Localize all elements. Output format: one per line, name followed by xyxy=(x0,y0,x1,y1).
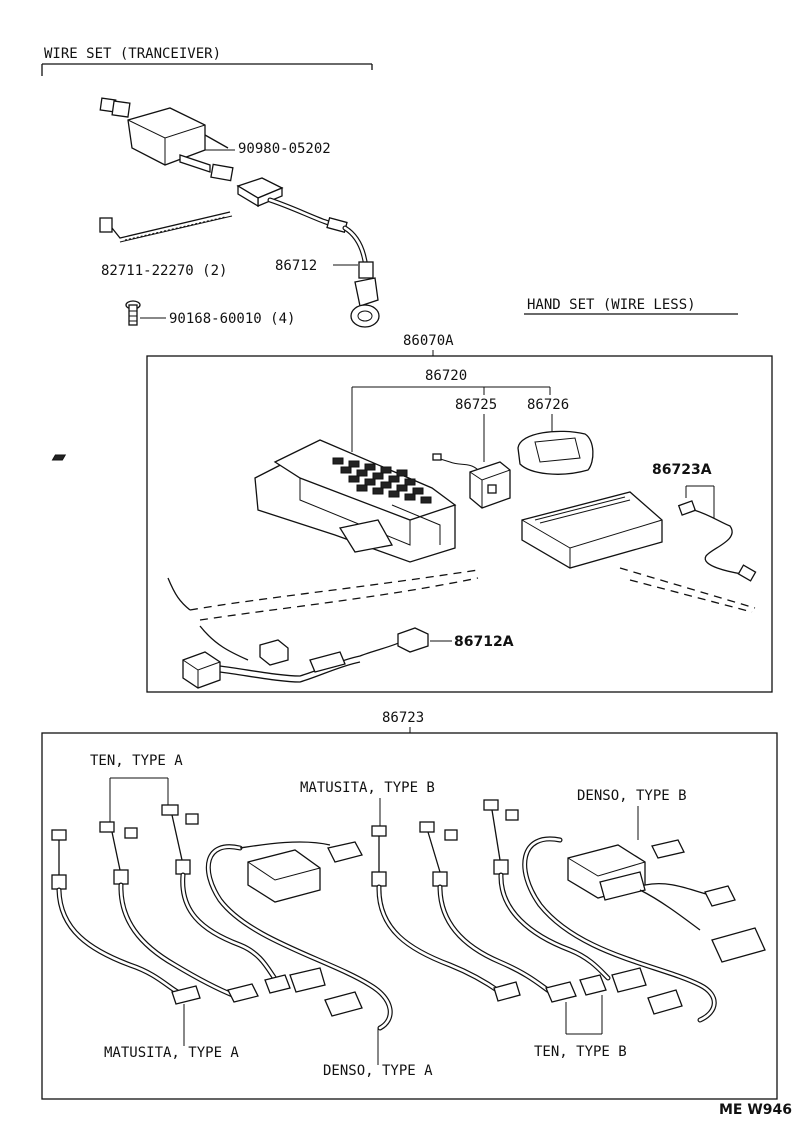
variant-label-denso-type-b: DENSO, TYPE B xyxy=(577,788,687,804)
part-label-86726: 86726 xyxy=(527,397,569,413)
keypad-key xyxy=(380,466,392,474)
wire-set-title: WIRE SET (TRANCEIVER) xyxy=(44,46,221,62)
harness-86712-drawing xyxy=(236,177,380,328)
keypad-key xyxy=(348,475,360,483)
keypad-key xyxy=(420,496,432,504)
part-label-86720: 86720 xyxy=(425,368,467,384)
diagram-code: ME W946 xyxy=(719,1102,792,1118)
keypad-key xyxy=(356,484,368,492)
variant-label-ten-type-a: TEN, TYPE A xyxy=(90,753,183,769)
transceiver-module-drawing xyxy=(99,97,234,182)
part-label-82711-22270: 82711-22270 (2) xyxy=(101,263,227,279)
vehicle-outline-dashed xyxy=(167,567,756,621)
charger-86725-drawing xyxy=(432,453,511,509)
keypad-key xyxy=(372,487,384,495)
mounting-strip-drawing xyxy=(99,211,233,243)
bracket-86723A xyxy=(685,485,715,518)
keypad-key xyxy=(388,490,400,498)
keypad-key xyxy=(404,493,416,501)
part-label-90168-60010: 90168-60010 (4) xyxy=(169,311,295,327)
keypad-key xyxy=(380,481,392,489)
keypad-key xyxy=(396,469,408,477)
keypad-key xyxy=(332,457,344,465)
keypad-key xyxy=(412,487,424,495)
bolt-drawing xyxy=(125,300,141,326)
keypad-key xyxy=(388,475,400,483)
kit-86723-box xyxy=(41,732,778,1100)
hand-set-title: HAND SET (WIRE LESS) xyxy=(527,297,696,313)
battery-pack-drawing xyxy=(521,491,663,569)
handset-cradle-drawing xyxy=(51,439,457,563)
bracket-86720 xyxy=(351,386,551,452)
part-label-86725: 86725 xyxy=(455,397,497,413)
keypad-key xyxy=(364,463,376,471)
keypad-key xyxy=(348,460,360,468)
keypad-key xyxy=(372,472,384,480)
keypad-key xyxy=(364,478,376,486)
variant-label-ten-type-b: TEN, TYPE B xyxy=(534,1044,627,1060)
variant-label-matusita-type-a: MATUSITA, TYPE A xyxy=(104,1045,239,1061)
part-label-86712: 86712 xyxy=(275,258,317,274)
part-label-86070A: 86070A xyxy=(403,333,454,349)
keypad-key xyxy=(356,469,368,477)
variant-harnesses-drawing xyxy=(51,799,766,1031)
part-label-86723: 86723 xyxy=(382,710,424,726)
part-label-86712A: 86712A xyxy=(454,634,514,650)
keypad-key xyxy=(404,478,416,486)
wire-set-bracket xyxy=(41,63,373,76)
keypad-key xyxy=(340,466,352,474)
bracket-ten-type-b xyxy=(565,995,603,1035)
handset-keypad-drawing xyxy=(332,457,432,504)
variant-label-denso-type-a: DENSO, TYPE A xyxy=(323,1063,433,1079)
kit-86070A-box xyxy=(146,355,773,693)
cable-86723A-drawing xyxy=(677,500,757,582)
pad-86726-drawing xyxy=(517,430,594,475)
part-label-90980-05202: 90980-05202 xyxy=(238,141,331,157)
bracket-ten-type-a xyxy=(109,777,169,822)
keypad-key xyxy=(396,484,408,492)
harness-86712A-drawing xyxy=(182,625,429,689)
variant-label-matusita-type-b: MATUSITA, TYPE B xyxy=(300,780,435,796)
part-label-86723A: 86723A xyxy=(652,462,712,478)
